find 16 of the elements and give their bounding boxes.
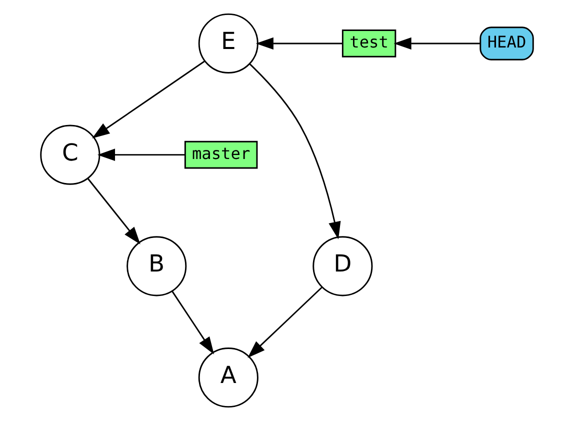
arrow [87, 178, 140, 244]
node-circle: D [312, 236, 372, 296]
node-circle: E [198, 13, 258, 74]
node-circle: A [198, 347, 258, 408]
arrow [249, 64, 340, 240]
arrow [171, 290, 214, 354]
node-circle: B [126, 236, 186, 296]
node-box: HEAD [479, 26, 534, 60]
node-box: test [341, 30, 396, 58]
arrow [255, 37, 342, 50]
arrow [393, 37, 480, 50]
arrow [247, 286, 322, 358]
arrow [92, 60, 204, 138]
node-circle: C [40, 124, 100, 185]
arrow [96, 148, 185, 161]
node-box: master [184, 140, 258, 169]
